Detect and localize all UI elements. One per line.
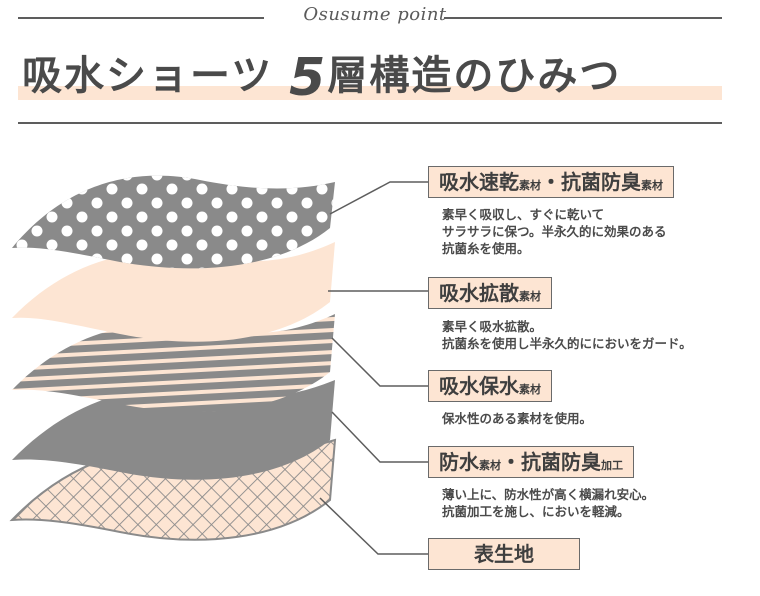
layer-2-desc-line1: 素早く吸水拡散。 xyxy=(442,319,543,334)
header-rule-left xyxy=(18,17,264,19)
page-title: 吸水ショーツ 5層構造のひみつ xyxy=(22,42,742,108)
title-part2: 層構造のひみつ xyxy=(327,53,622,99)
layer-4-label-mid: ・抗菌防臭 xyxy=(501,450,601,474)
fabric-layer-1-dots xyxy=(12,175,335,269)
layer-1-label: 吸水速乾素材・抗菌防臭素材 xyxy=(428,166,674,198)
layer-1-desc-line3: 抗菌糸を使用。 xyxy=(442,241,530,256)
leader-line-1 xyxy=(329,181,430,215)
layer-3-label: 吸水保水素材 xyxy=(428,370,552,402)
layer-1-label-small1: 素材 xyxy=(519,179,541,192)
layer-4-label-small2: 加工 xyxy=(601,459,623,472)
layer-2-description: 素早く吸水拡散。 抗菌糸を使用し半永久的ににおいをガード。 xyxy=(442,318,692,352)
layer-1-label-main: 吸水速乾 xyxy=(439,170,519,194)
leader-line-4 xyxy=(331,411,430,463)
layer-5-label-main: 表生地 xyxy=(474,542,534,566)
layer-1-desc-line2: サラサラに保つ。半永久的に効果のある xyxy=(442,224,667,239)
layer-3-label-small1: 素材 xyxy=(519,383,541,396)
layer-3-label-main: 吸水保水 xyxy=(439,374,519,398)
layer-4-label-main: 防水 xyxy=(439,450,479,474)
layer-4-label-small1: 素材 xyxy=(479,459,501,472)
layer-1-desc-line1: 素早く吸収し、すぐに乾いて xyxy=(442,207,605,222)
layer-2-desc-line2: 抗菌糸を使用し半永久的ににおいをガード。 xyxy=(442,336,692,351)
layer-3-description: 保水性のある素材を使用。 xyxy=(442,410,592,427)
layer-2-label-main: 吸水拡散 xyxy=(439,281,519,305)
header-rule-bottom xyxy=(18,122,722,124)
title-highlight xyxy=(18,86,722,100)
title-part1: 吸水ショーツ xyxy=(22,53,290,99)
layer-2-label-small1: 素材 xyxy=(519,290,541,303)
fabric-layer-3 xyxy=(12,314,335,412)
layer-2-label: 吸水拡散素材 xyxy=(428,277,552,309)
layer-1-label-small2: 素材 xyxy=(641,179,663,192)
layer-4-desc-line2: 抗菌加工を施し、においを軽減。 xyxy=(442,504,630,519)
layer-4-label: 防水素材・抗菌防臭加工 xyxy=(428,446,634,478)
layer-1-description: 素早く吸収し、すぐに乾いて サラサラに保つ。半永久的に効果のある 抗菌糸を使用。 xyxy=(442,206,667,257)
layer-3-desc-line1: 保水性のある素材を使用。 xyxy=(442,411,593,426)
layer-1-label-mid: ・抗菌防臭 xyxy=(541,170,641,194)
layer-5-label: 表生地 xyxy=(428,538,580,570)
title-number: 5 xyxy=(289,48,328,108)
leader-line-3 xyxy=(331,337,430,387)
header-rule-right xyxy=(444,17,722,19)
fabric-layer-2 xyxy=(12,242,335,342)
layer-4-desc-line1: 薄い上に、防水性が高く横漏れ安心。 xyxy=(442,487,655,502)
leader-line-5 xyxy=(319,497,430,555)
layer-4-description: 薄い上に、防水性が高く横漏れ安心。 抗菌加工を施し、においを軽減。 xyxy=(442,486,654,520)
script-title: Osusume point xyxy=(303,4,447,25)
